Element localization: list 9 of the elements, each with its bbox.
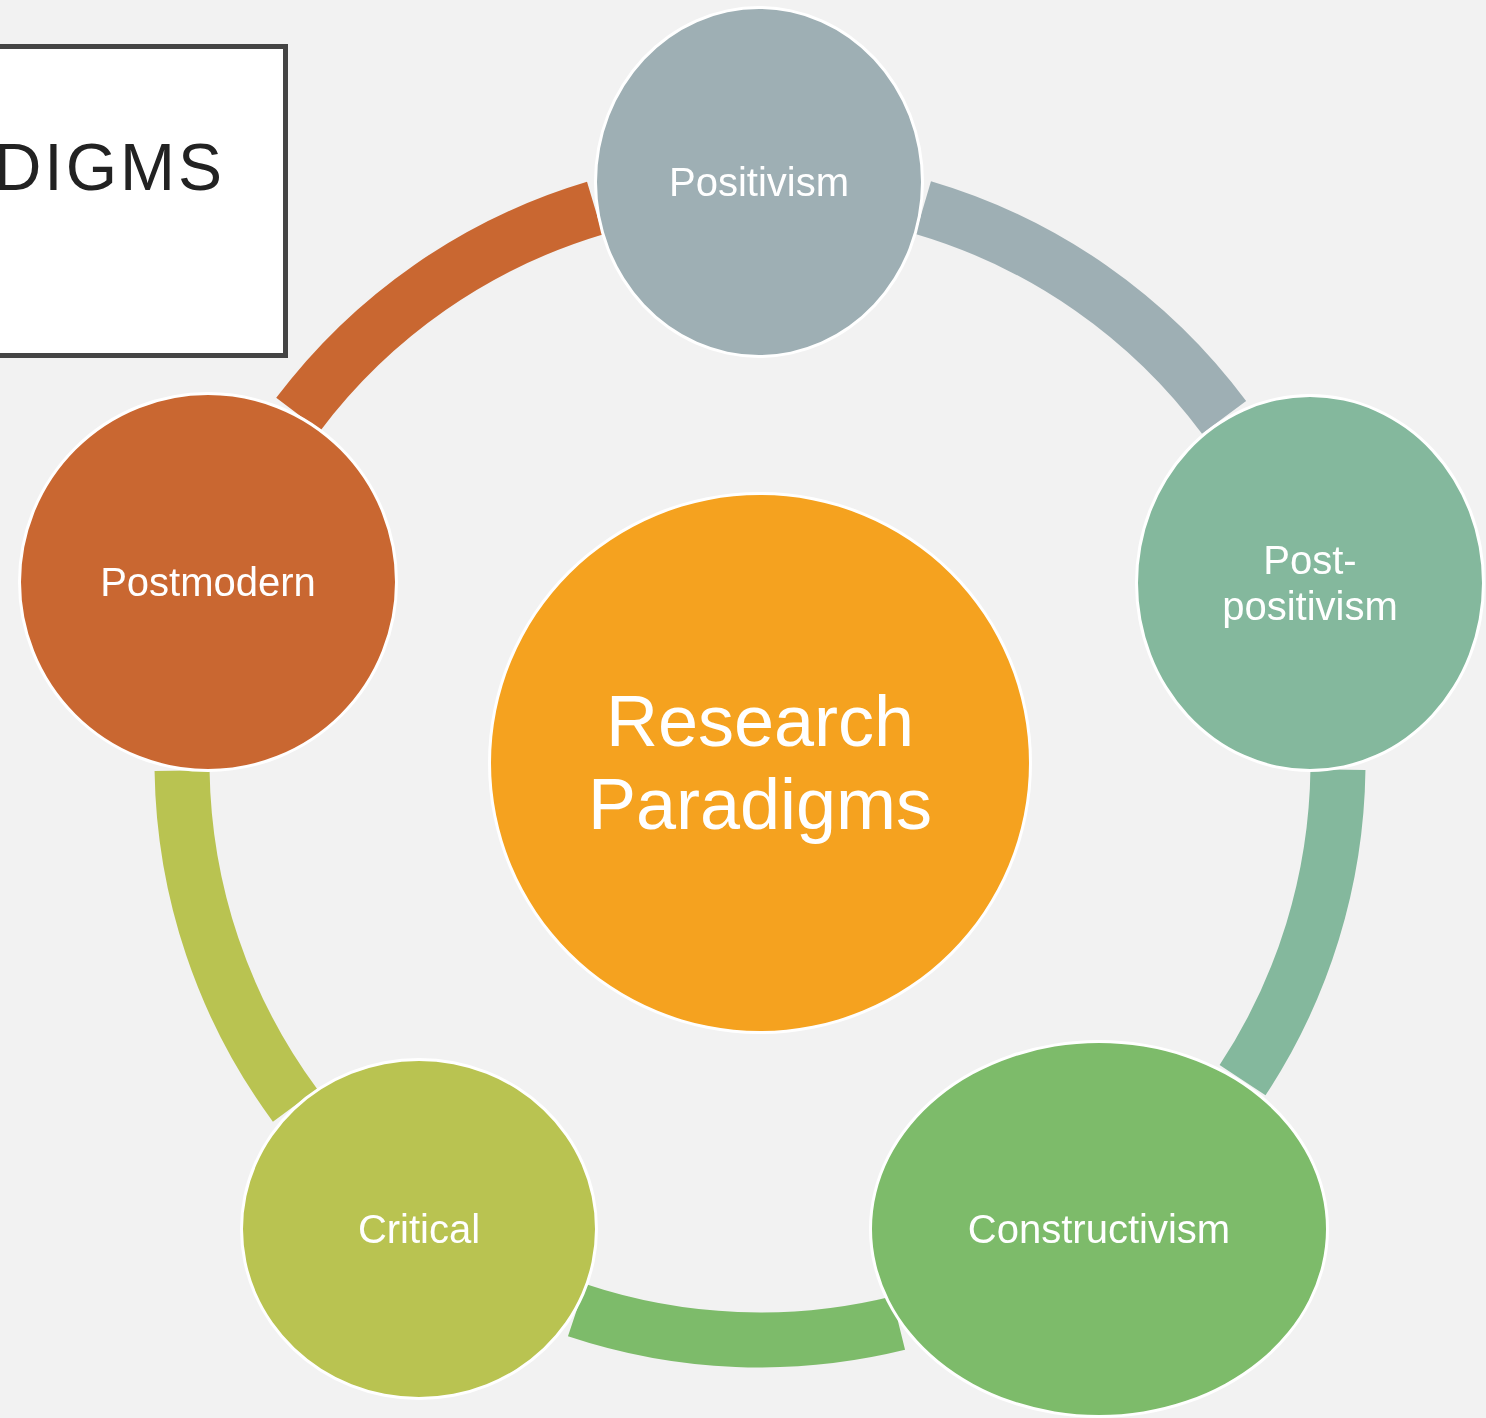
circle-label: Constructivism xyxy=(966,1206,1232,1252)
title-box xyxy=(0,44,288,358)
circle-label: Postmodern xyxy=(99,559,317,605)
circle-label: Research Paradigms xyxy=(586,680,934,846)
circle-label: Critical xyxy=(356,1206,482,1252)
circle-label: Post- positivism xyxy=(1221,537,1399,629)
circle-label: Positivism xyxy=(668,159,850,205)
arc-connector xyxy=(1218,767,1366,1094)
arc-connector xyxy=(569,1283,904,1368)
